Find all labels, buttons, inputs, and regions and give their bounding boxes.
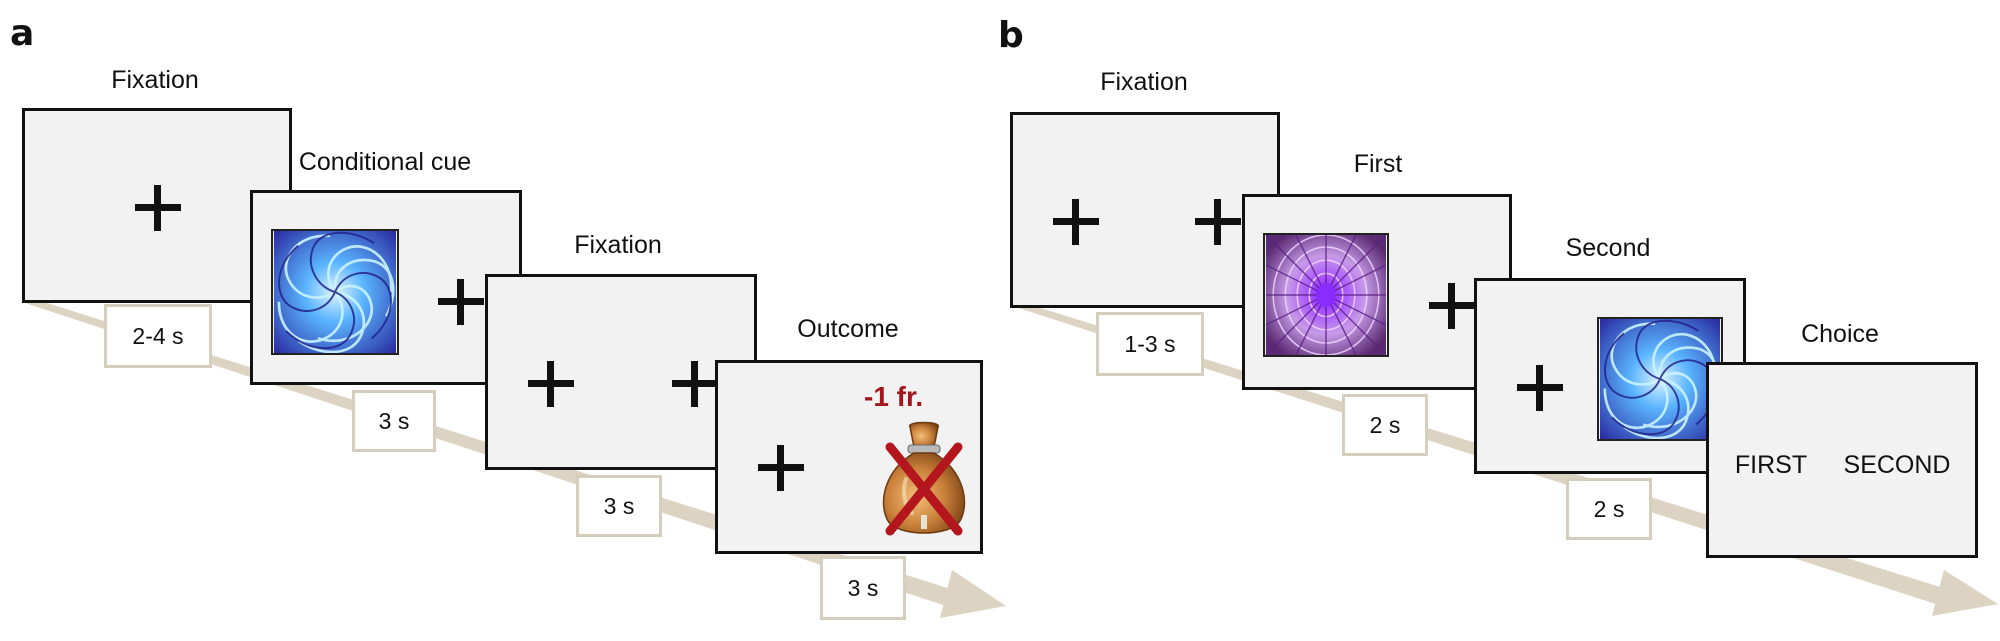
step-title-fixation-1: Fixation <box>111 66 199 94</box>
fixation-screen-b <box>1010 112 1280 308</box>
duration-box-second: 2 s <box>1566 478 1652 540</box>
fixation-cross-icon <box>1053 199 1099 245</box>
first-stimulus-screen <box>1242 194 1512 390</box>
second-stimulus-screen <box>1474 278 1746 474</box>
fixation-cross-icon <box>135 185 181 231</box>
fixation-cross-icon <box>438 279 484 325</box>
fixation-screen-1 <box>22 108 292 303</box>
crossed-money-bag-icon <box>876 419 972 539</box>
fixation-cross-icon <box>672 361 718 407</box>
step-title-choice: Choice <box>1801 320 1879 348</box>
blue-spiral-stimulus-icon <box>271 229 399 355</box>
choice-screen: FIRST SECOND <box>1706 362 1978 558</box>
duration-box-conditional-cue: 3 s <box>352 390 436 452</box>
purple-mandala-stimulus-icon <box>1263 233 1389 357</box>
outcome-screen: -1 fr. <box>715 360 983 554</box>
step-title-outcome: Outcome <box>797 315 899 343</box>
fixation-cross-icon <box>1517 365 1563 411</box>
choice-option-first: FIRST <box>1734 451 1808 479</box>
duration-box-fixation-b: 1-3 s <box>1096 312 1204 376</box>
loss-amount-label: -1 fr. <box>864 381 924 412</box>
duration-box-fixation-2: 3 s <box>576 475 662 537</box>
step-title-fixation: Fixation <box>1100 68 1188 96</box>
blue-spiral-stimulus-icon <box>1597 317 1723 441</box>
step-title-conditional-cue: Conditional cue <box>298 148 472 176</box>
fixation-screen-2 <box>485 274 757 470</box>
fixation-cross-icon <box>1429 283 1475 329</box>
fixation-cross-icon <box>528 361 574 407</box>
duration-box-first: 2 s <box>1342 394 1428 456</box>
panel-label-a: a <box>10 13 35 54</box>
choice-option-second: SECOND <box>1843 451 1951 479</box>
step-title-second: Second <box>1565 234 1651 262</box>
duration-box-fixation-1: 2-4 s <box>104 304 212 368</box>
fixation-cross-icon <box>758 445 804 491</box>
duration-box-outcome: 3 s <box>820 556 906 620</box>
step-title-first: First <box>1353 150 1403 178</box>
conditional-cue-screen <box>250 190 522 385</box>
panel-label-b: b <box>998 15 1024 56</box>
step-title-fixation-2: Fixation <box>574 231 662 259</box>
fixation-cross-icon <box>1195 199 1241 245</box>
